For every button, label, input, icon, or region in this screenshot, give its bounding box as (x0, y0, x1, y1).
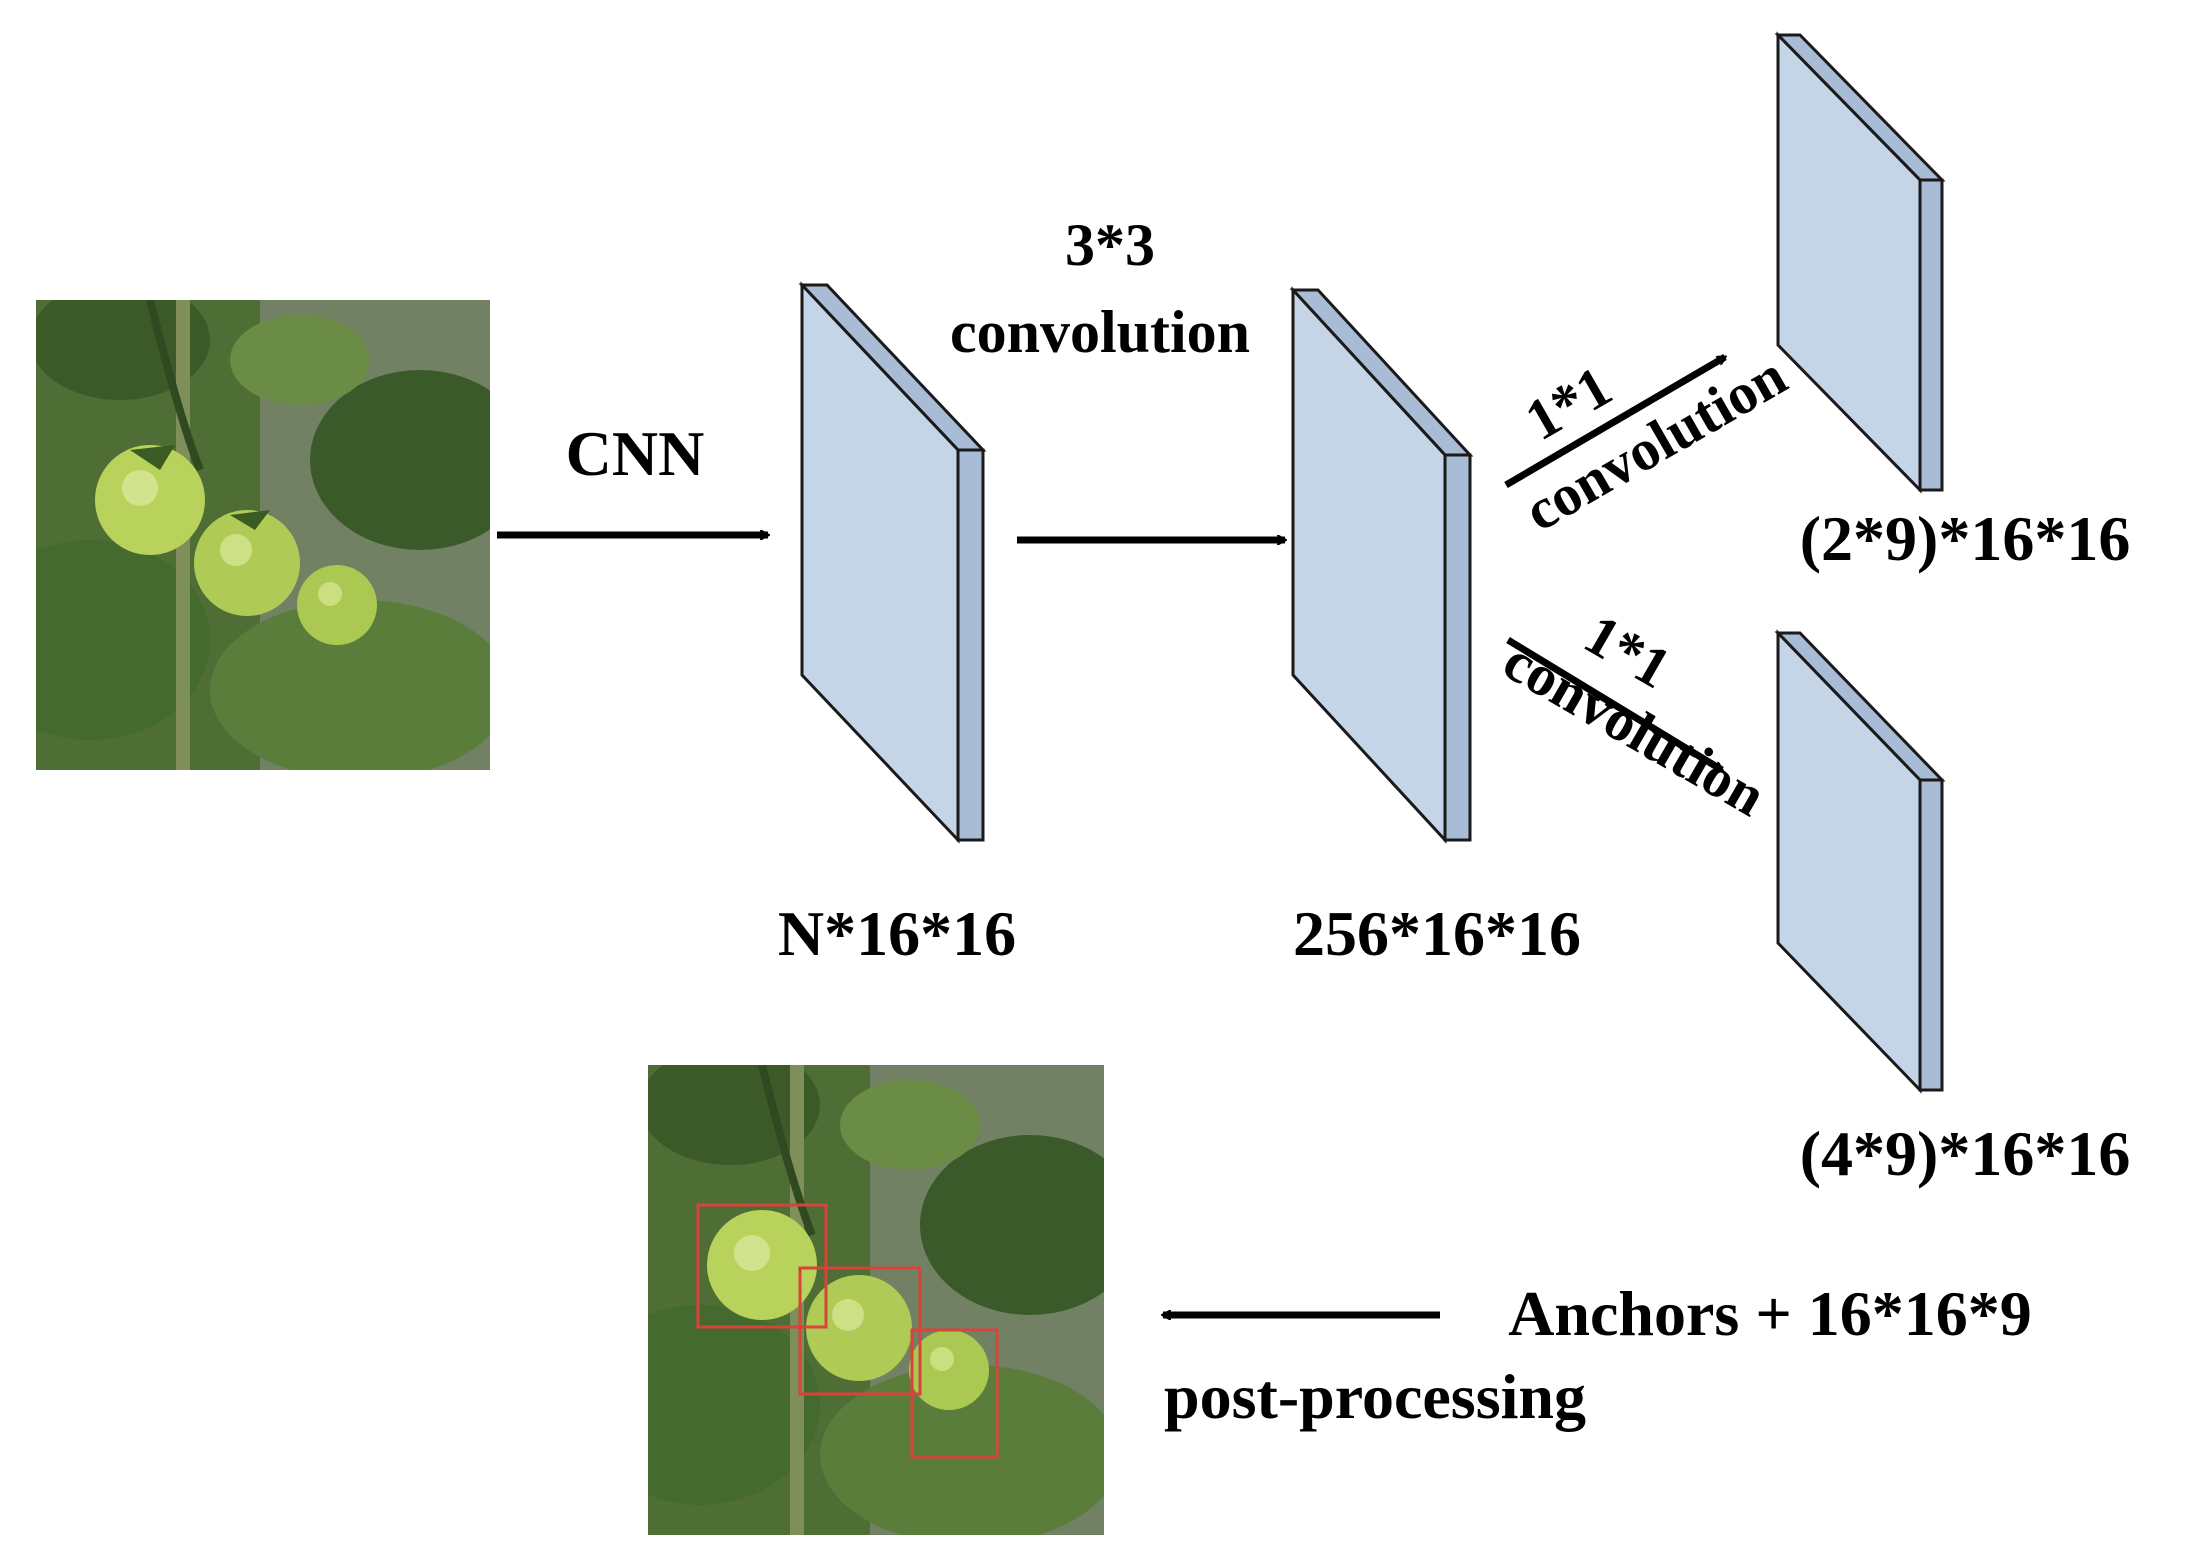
input-image (36, 300, 490, 770)
output-map-reg-label: (4*9)*16*16 (1800, 1118, 2131, 1189)
conv3-label-top: 3*3 (1065, 212, 1155, 278)
conv3-label-bottom: convolution (950, 299, 1250, 365)
feature-map-n (798, 281, 987, 844)
conv1-upper-arrow (1504, 353, 1725, 489)
anchors-label: Anchors + 16*16*9 (1508, 1278, 2032, 1349)
cnn-label: CNN (566, 418, 705, 489)
feature-map-256-label: 256*16*16 (1293, 898, 1581, 969)
output-map-cls (1774, 31, 1946, 494)
detection-box-1 (696, 1203, 828, 1329)
feature-map-n-label: N*16*16 (778, 898, 1016, 969)
feature-map-256 (1289, 286, 1474, 844)
output-image (648, 1065, 1104, 1535)
conv1-lower-arrow (1506, 637, 1722, 773)
output-map-cls-label: (2*9)*16*16 (1800, 503, 2131, 574)
post-processing-label: post-processing (1164, 1361, 1586, 1432)
detection-box-3 (910, 1328, 999, 1459)
output-map-reg (1774, 629, 1946, 1094)
